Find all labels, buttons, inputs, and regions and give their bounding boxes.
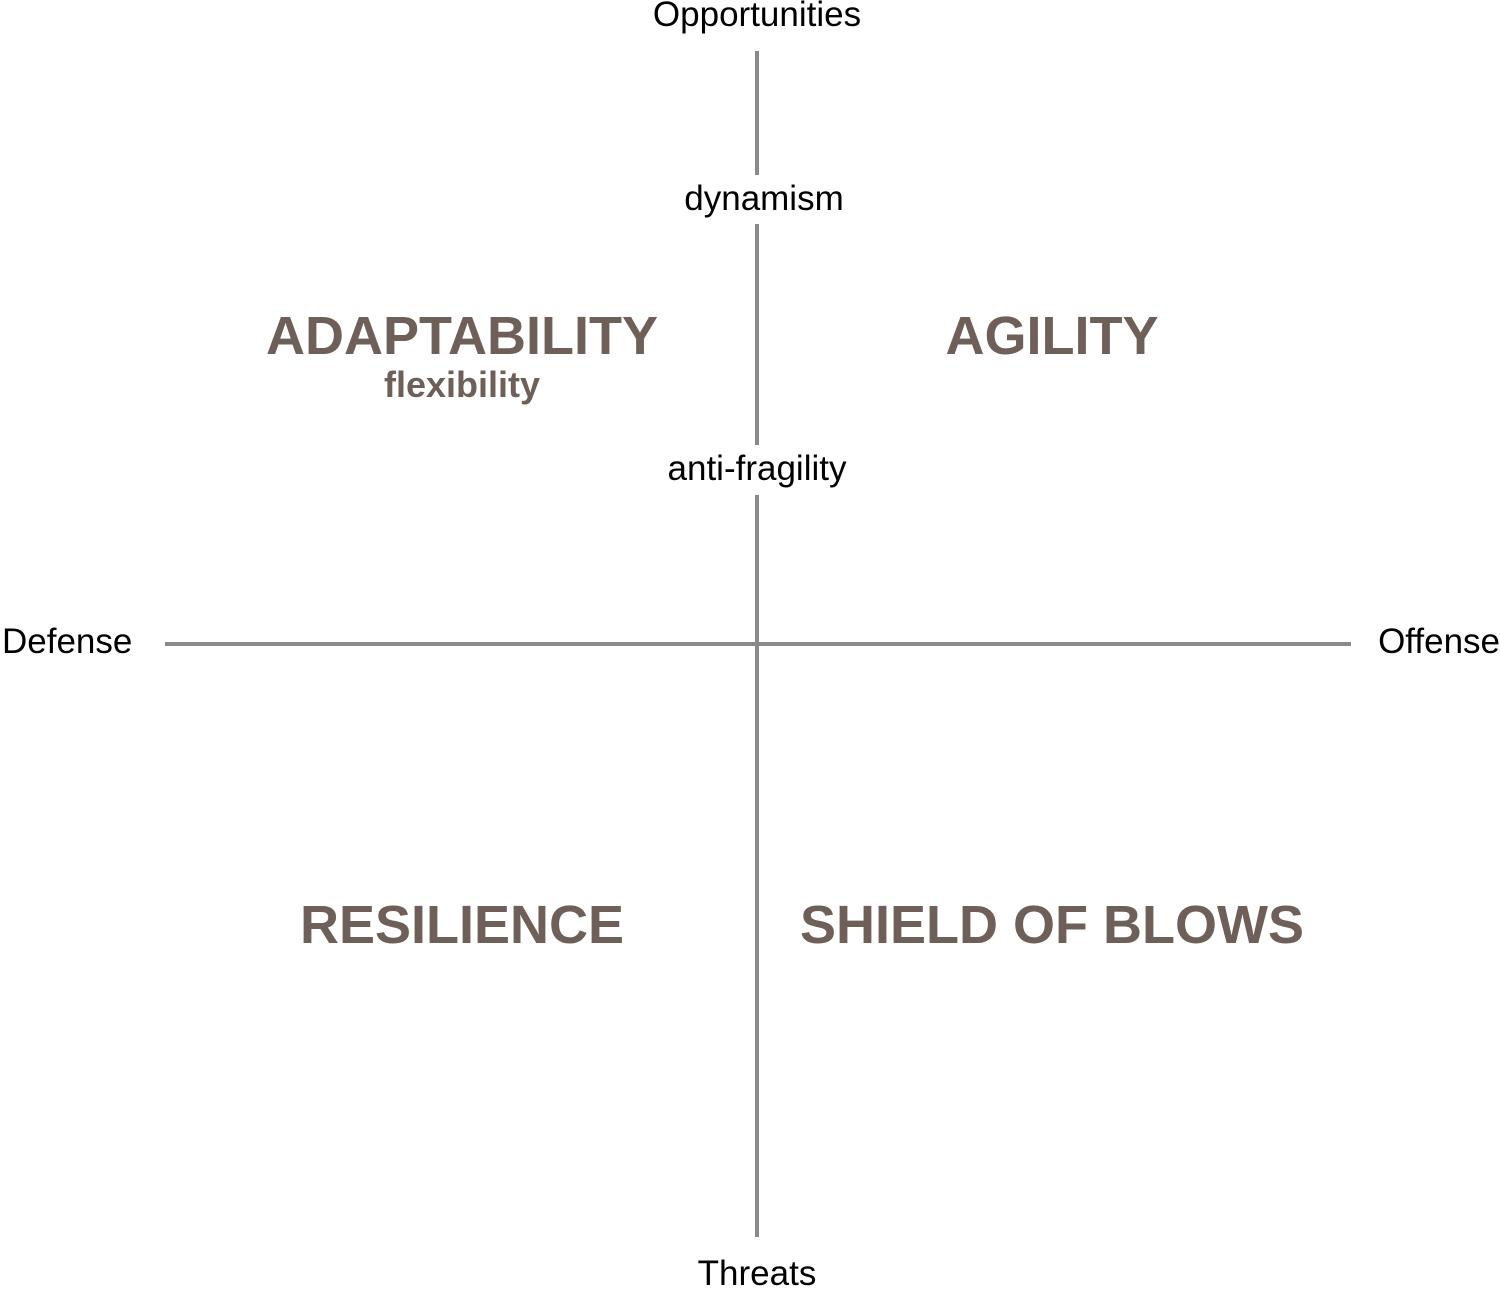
quadrant-title-shield-of-blows: SHIELD OF BLOWS [800,895,1304,955]
axis-label-dynamism: dynamism [684,179,844,218]
vertical-axis-middle-segment [755,224,759,445]
axis-label-bottom: Threats [697,1254,817,1293]
axis-label-left: Defense [2,622,133,661]
axis-label-top: Opportunities [652,0,862,34]
quadrant-title-agility: AGILITY [945,306,1159,366]
quadrant-title-resilience: RESILIENCE [299,895,625,955]
quadrant-title-adaptability: ADAPTABILITY [266,306,658,366]
axis-label-right: Offense [1378,622,1500,661]
vertical-axis-top-segment [755,51,759,175]
vertical-axis-bottom-segment [755,495,759,1237]
quadrant-subtitle-flexibility: flexibility [383,364,541,405]
axis-label-anti-fragility: anti-fragility [667,449,847,488]
horizontal-axis [165,642,1351,646]
